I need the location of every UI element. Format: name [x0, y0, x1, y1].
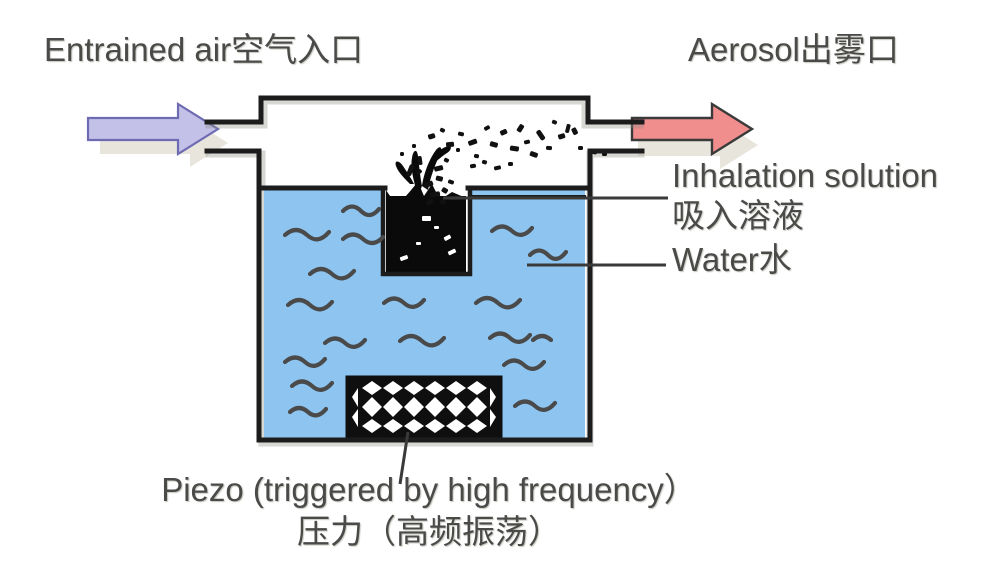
caption-piezo-zh: 压力（高频振荡）: [297, 513, 561, 550]
spray-plume-icon: [395, 145, 451, 196]
label-inhalation-solution-en: Inhalation solution: [672, 157, 939, 194]
air-inlet-arrow-icon: [86, 102, 221, 156]
leader-piezo: [398, 431, 410, 485]
aerosol-outlet-arrow-icon: [630, 101, 755, 157]
label-aerosol-outlet: Aerosol出雾口: [688, 31, 899, 68]
label-water: Water水: [672, 241, 792, 278]
label-inhalation-solution-zh: 吸入溶液: [672, 197, 804, 234]
nebulizer-housing: [204, 95, 645, 443]
inhalation-solution-cup: [380, 182, 473, 277]
water-surface-left: [264, 189, 383, 193]
water-wave-icon: [282, 204, 569, 418]
leader-lines: [398, 196, 668, 485]
water-reservoir: [264, 189, 585, 438]
label-entrained-air: Entrained air空气入口: [44, 31, 364, 68]
caption-piezo-en: Piezo (triggered by high frequency）: [161, 471, 697, 508]
piezo-transducer: [345, 375, 503, 439]
